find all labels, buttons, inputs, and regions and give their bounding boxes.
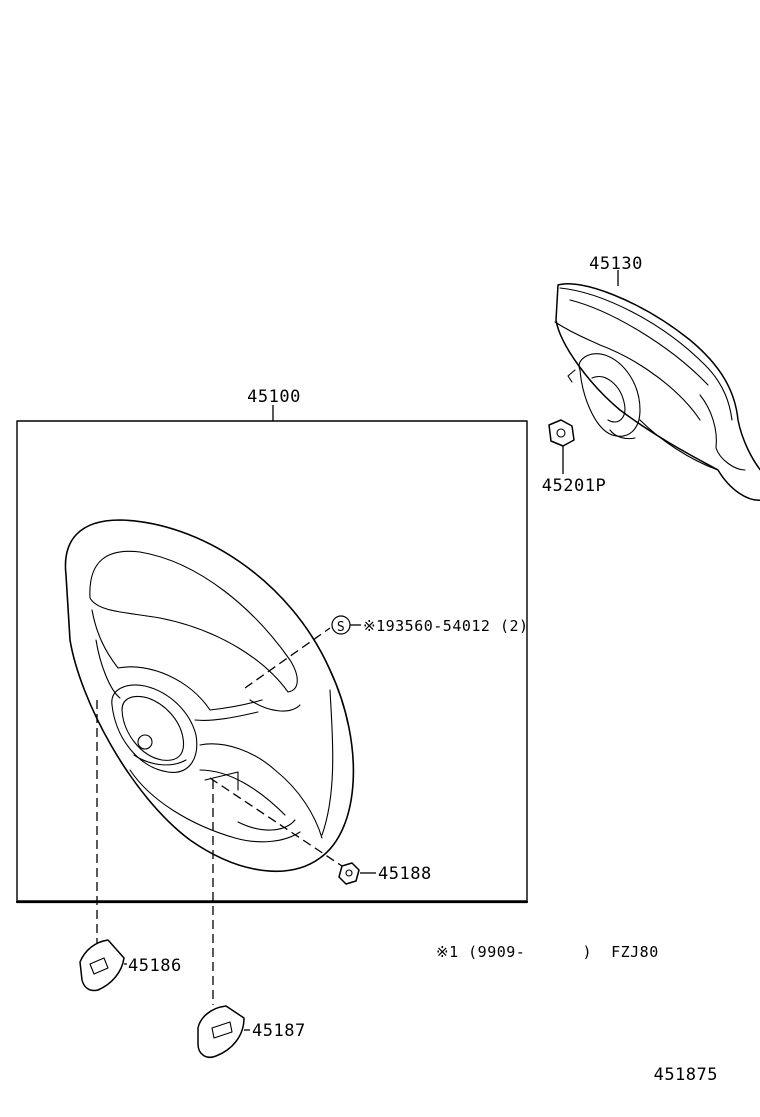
cover-45187-icon [197, 1005, 250, 1058]
diagram-id: 451875 [654, 1065, 718, 1085]
label-45186: 45186 [128, 956, 182, 976]
label-45201p: 45201P [542, 476, 606, 496]
nut-45188-icon [338, 862, 376, 885]
footnote-text: ※1 (9909- ) FZJ80 [436, 943, 659, 961]
assembly-frame [15, 405, 529, 904]
label-45100: 45100 [247, 387, 301, 407]
leader-lines [96, 627, 346, 1005]
horn-pad-icon [554, 270, 760, 501]
label-45188: 45188 [378, 864, 432, 884]
label-45187: 45187 [252, 1021, 306, 1041]
steering-wheel-icon [64, 519, 355, 873]
label-45130: 45130 [589, 254, 643, 274]
screw-part-note: ※193560-54012 (2) [363, 617, 529, 635]
screw-symbol: S [337, 620, 345, 635]
screw-callout: S ※193560-54012 (2) [331, 615, 529, 635]
nut-45201p-icon [548, 419, 575, 474]
cover-45186-icon [79, 939, 127, 992]
